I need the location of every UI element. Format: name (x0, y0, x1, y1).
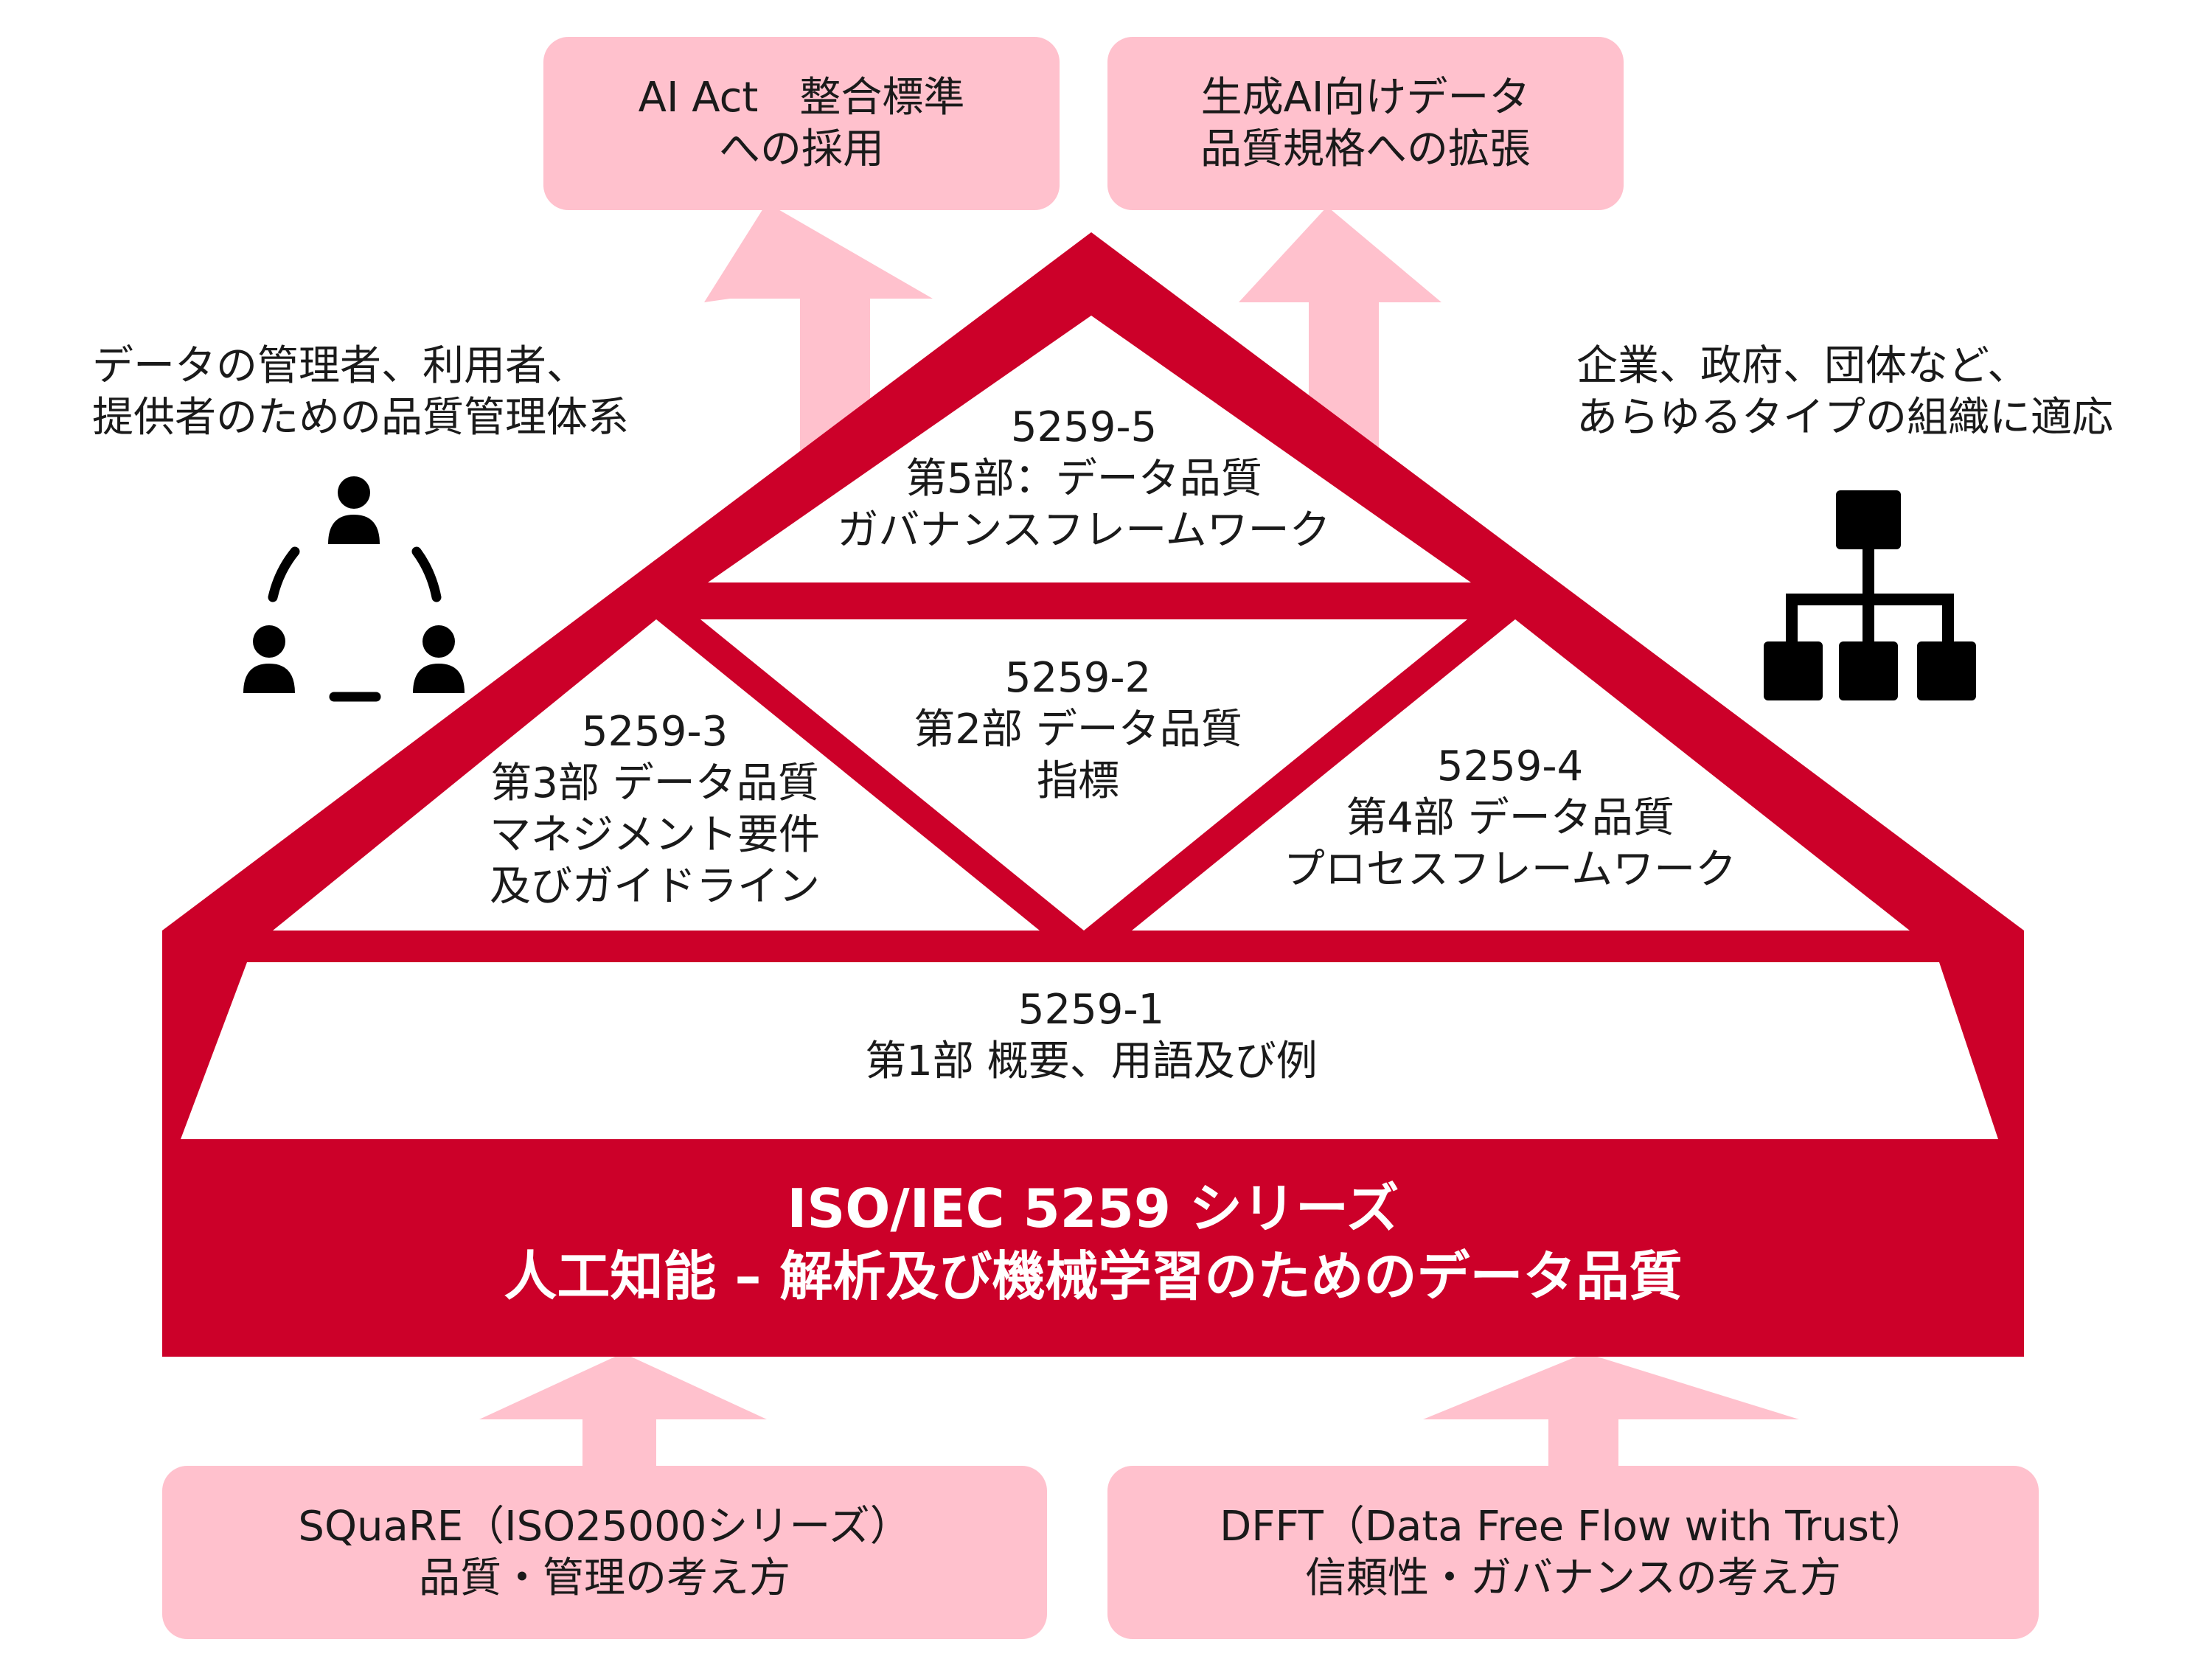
arrow-up-right (1239, 206, 1441, 450)
part1-title: 第1部 概要、用語及び例 (865, 1037, 1318, 1085)
series-banner-line-1: ISO/IEC 5259 シリーズ (787, 1178, 1399, 1239)
part1-code: 5259-1 (1018, 986, 1165, 1034)
part3-title-1: 第3部 データ品質 (490, 759, 819, 807)
part4-label: 5259-4 第4部 データ品質 プロセスフレームワーク (1284, 741, 1736, 896)
part5-title-2: ガバナンスフレームワーク (837, 507, 1331, 554)
people-cycle-icon (243, 476, 465, 702)
bottom-box-dfft-line-2: 信頼性・ガバナンスの考え方 (1305, 1554, 1841, 1602)
part4-code: 5259-4 (1436, 742, 1584, 790)
side-note-right-line-1: 企業、政府、団体など、 (1576, 342, 2029, 390)
part4-title-2: プロセスフレームワーク (1283, 846, 1737, 894)
top-box-genai-line-1: 生成AI向けデータ (1200, 73, 1531, 122)
bottom-box-dfft-line-1: DFFT（Data Free Flow with Trust） (1220, 1502, 1927, 1551)
bottom-box-square-line-2: 品質・管理の考え方 (419, 1554, 790, 1602)
part1-label: 5259-1 第1部 概要、用語及び例 (865, 984, 1317, 1088)
part4-panel (1132, 619, 1910, 931)
side-note-right-line-2: あらゆるタイプの組織に適応 (1576, 394, 2113, 442)
top-box-genai-line-2: 品質規格への拡張 (1200, 125, 1531, 173)
part5-title-1: 第5部：データ品質 (905, 455, 1262, 503)
part3-title-3: 及びガイドライン (490, 863, 820, 911)
arrow-up-bottom-left (479, 1353, 767, 1467)
series-banner-line-2: 人工知能 – 解析及び機械学習のためのデータ品質 (504, 1245, 1683, 1307)
part3-label: 5259-3 第3部 データ品質 マネジメント要件 及びガイドライン (490, 706, 820, 913)
part3-title-2: マネジメント要件 (490, 811, 820, 859)
part4-title-1: 第4部 データ品質 (1346, 794, 1674, 842)
part2-title-1: 第2部 データ品質 (914, 706, 1242, 754)
top-box-ai-act-line-2: への採用 (719, 125, 884, 173)
part2-code: 5259-2 (1004, 654, 1152, 702)
part2-label: 5259-2 第2部 データ品質 指標 (914, 653, 1242, 807)
arrow-up-bottom-right (1423, 1353, 1799, 1467)
part5-code: 5259-5 (1010, 403, 1158, 451)
series-banner: ISO/IEC 5259 シリーズ 人工知能 – 解析及び機械学習のためのデータ… (162, 1128, 2024, 1357)
side-note-left-line-2: 提供者のための品質管理体系 (92, 394, 629, 442)
part2-panel (700, 619, 1467, 931)
arrow-up-left (704, 203, 933, 450)
part5-panel (708, 316, 1471, 582)
org-chart-icon (1764, 490, 1976, 700)
top-box-genai: 生成AI向けデータ 品質規格への拡張 (1107, 37, 1624, 210)
side-note-left: データの管理者、利用者、 提供者のための品質管理体系 (92, 341, 629, 444)
part1-panel (181, 962, 1998, 1139)
top-box-ai-act-line-1: AI Act 整合標準 (638, 73, 965, 122)
bottom-box-square-line-1: SQuaRE（ISO25000シリーズ） (298, 1502, 911, 1551)
side-note-right: 企業、政府、団体など、 あらゆるタイプの組織に適応 (1576, 341, 2113, 444)
side-note-left-line-1: データの管理者、利用者、 (92, 342, 588, 390)
top-box-ai-act: AI Act 整合標準 への採用 (543, 37, 1060, 210)
bottom-box-dfft: DFFT（Data Free Flow with Trust） 信頼性・ガバナン… (1107, 1466, 2039, 1639)
bottom-box-square: SQuaRE（ISO25000シリーズ） 品質・管理の考え方 (162, 1466, 1047, 1639)
part3-panel (273, 619, 1040, 931)
part3-code: 5259-3 (581, 708, 728, 756)
part2-title-2: 指標 (1037, 757, 1119, 805)
part5-label: 5259-5 第5部：データ品質 ガバナンスフレームワーク (837, 402, 1330, 557)
